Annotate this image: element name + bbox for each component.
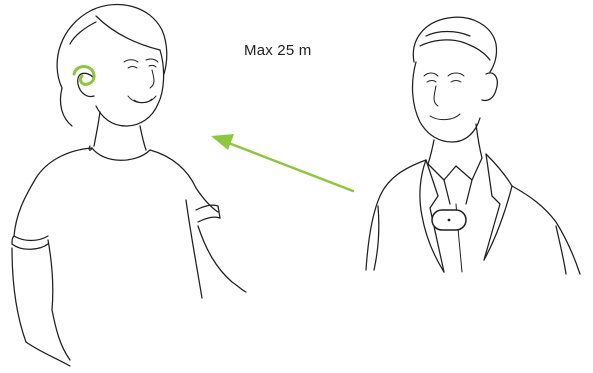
man-figure <box>366 17 580 274</box>
microphone-dot-icon <box>448 219 451 222</box>
woman-figure <box>12 4 246 366</box>
max-range-label: Max 25 m <box>244 42 311 59</box>
signal-arrow-icon <box>211 134 353 191</box>
